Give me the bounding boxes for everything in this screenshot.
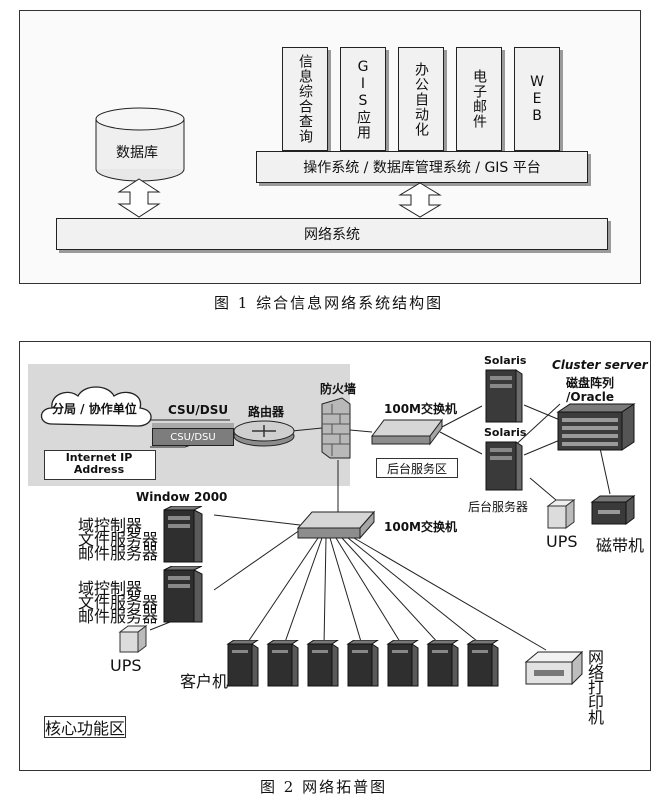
branch-label: 分局 / 协作单位 <box>52 402 137 416</box>
csu-device: CSU/DSU <box>152 428 234 446</box>
solaris-1-server-icon <box>485 369 523 423</box>
cluster-label: Cluster server <box>552 358 648 372</box>
router-icon <box>233 420 295 447</box>
cloud-icon <box>40 386 152 427</box>
windows-server-1-icon <box>163 506 203 563</box>
app-column-office: 办公自动化 <box>398 47 444 151</box>
database-network-arrow <box>117 178 161 218</box>
solaris-2-server-icon <box>485 441 523 491</box>
client-pc-icon <box>346 640 379 687</box>
client-pc-icon <box>466 640 499 687</box>
app-column-web: WEB <box>514 47 560 151</box>
printer-label: 网络打印机 <box>588 648 605 727</box>
csu-device-label: CSU/DSU <box>170 431 216 443</box>
oracle-label: /Oracle <box>566 390 614 404</box>
ups-left-label: UPS <box>110 656 142 675</box>
router-label: 路由器 <box>248 405 285 419</box>
csu-label: CSU/DSU <box>168 403 229 417</box>
app-column-info-query: 信息综合查询 <box>282 47 328 151</box>
app-column-email: 电子邮件 <box>456 47 502 151</box>
ups-right-icon <box>546 499 576 529</box>
windows-server-2-icon <box>163 566 203 623</box>
platform-bar: 操作系统 / 数据库管理系统 / GIS 平台 <box>256 151 588 183</box>
firewall-label: 防火墙 <box>320 382 357 396</box>
printer-icon <box>524 650 584 686</box>
app-label-email: 电子邮件 <box>471 69 487 129</box>
backend-zone-label: 后台服务区 <box>376 458 458 478</box>
client-row <box>226 640 506 690</box>
platform-label: 操作系统 / 数据库管理系统 / GIS 平台 <box>303 160 541 176</box>
figure1-caption: 图 1 综合信息网络系统结构图 <box>214 294 444 312</box>
solaris-2-label: Solaris <box>484 426 527 439</box>
app-label-info-query: 信息综合查询 <box>297 54 313 144</box>
server-roles-2-0: 域控制器 <box>78 579 143 598</box>
network-label: 网络系统 <box>304 227 360 243</box>
switch-top-icon <box>371 418 443 446</box>
database-label: 数据库 <box>116 145 158 161</box>
app-label-office: 办公自动化 <box>413 61 429 137</box>
switch-core-icon <box>296 510 376 540</box>
windows-label: Window 2000 <box>136 490 228 504</box>
server-roles-2-2: 邮件服务器 <box>78 607 159 626</box>
network-bar: 网络系统 <box>56 218 608 250</box>
figure2-caption: 图 2 网络拓普图 <box>260 778 388 796</box>
client-pc-icon <box>226 640 259 687</box>
app-label-web: WEB <box>529 73 545 125</box>
cluster-server-icon <box>556 403 636 451</box>
client-pc-icon <box>386 640 419 687</box>
app-column-gis: GIS应用 <box>340 47 386 151</box>
client-label: 客户机 <box>180 672 229 691</box>
internet-ip-box <box>44 450 156 480</box>
server-roles-2-1: 文件服务器 <box>78 593 159 612</box>
platform-network-arrow <box>398 182 442 218</box>
switch-core-label: 100M交换机 <box>384 520 457 534</box>
tape-drive-icon <box>590 495 636 525</box>
server-roles-1-1: 文件服务器 <box>78 530 159 549</box>
ups-right-label: UPS <box>546 532 578 551</box>
core-zone-label: 核心功能区 <box>44 716 126 738</box>
backend-server-label: 后台服务器 <box>468 500 529 514</box>
firewall-icon <box>321 397 351 459</box>
ups-left-icon <box>118 625 148 653</box>
tape-label: 磁带机 <box>596 536 645 555</box>
internet-ip-label: Internet IP Address <box>65 451 133 476</box>
client-pc-icon <box>426 640 459 687</box>
switch-top-label: 100M交换机 <box>384 402 457 416</box>
app-label-gis: GIS应用 <box>355 58 371 140</box>
server-roles-1-2: 邮件服务器 <box>78 544 159 563</box>
database-cylinder <box>95 107 185 182</box>
server-roles-1-0: 域控制器 <box>78 516 143 535</box>
client-pc-icon <box>306 640 339 687</box>
solaris-1-label: Solaris <box>484 354 527 367</box>
disk-array-label: 磁盘阵列 <box>566 376 615 390</box>
client-pc-icon <box>266 640 299 687</box>
